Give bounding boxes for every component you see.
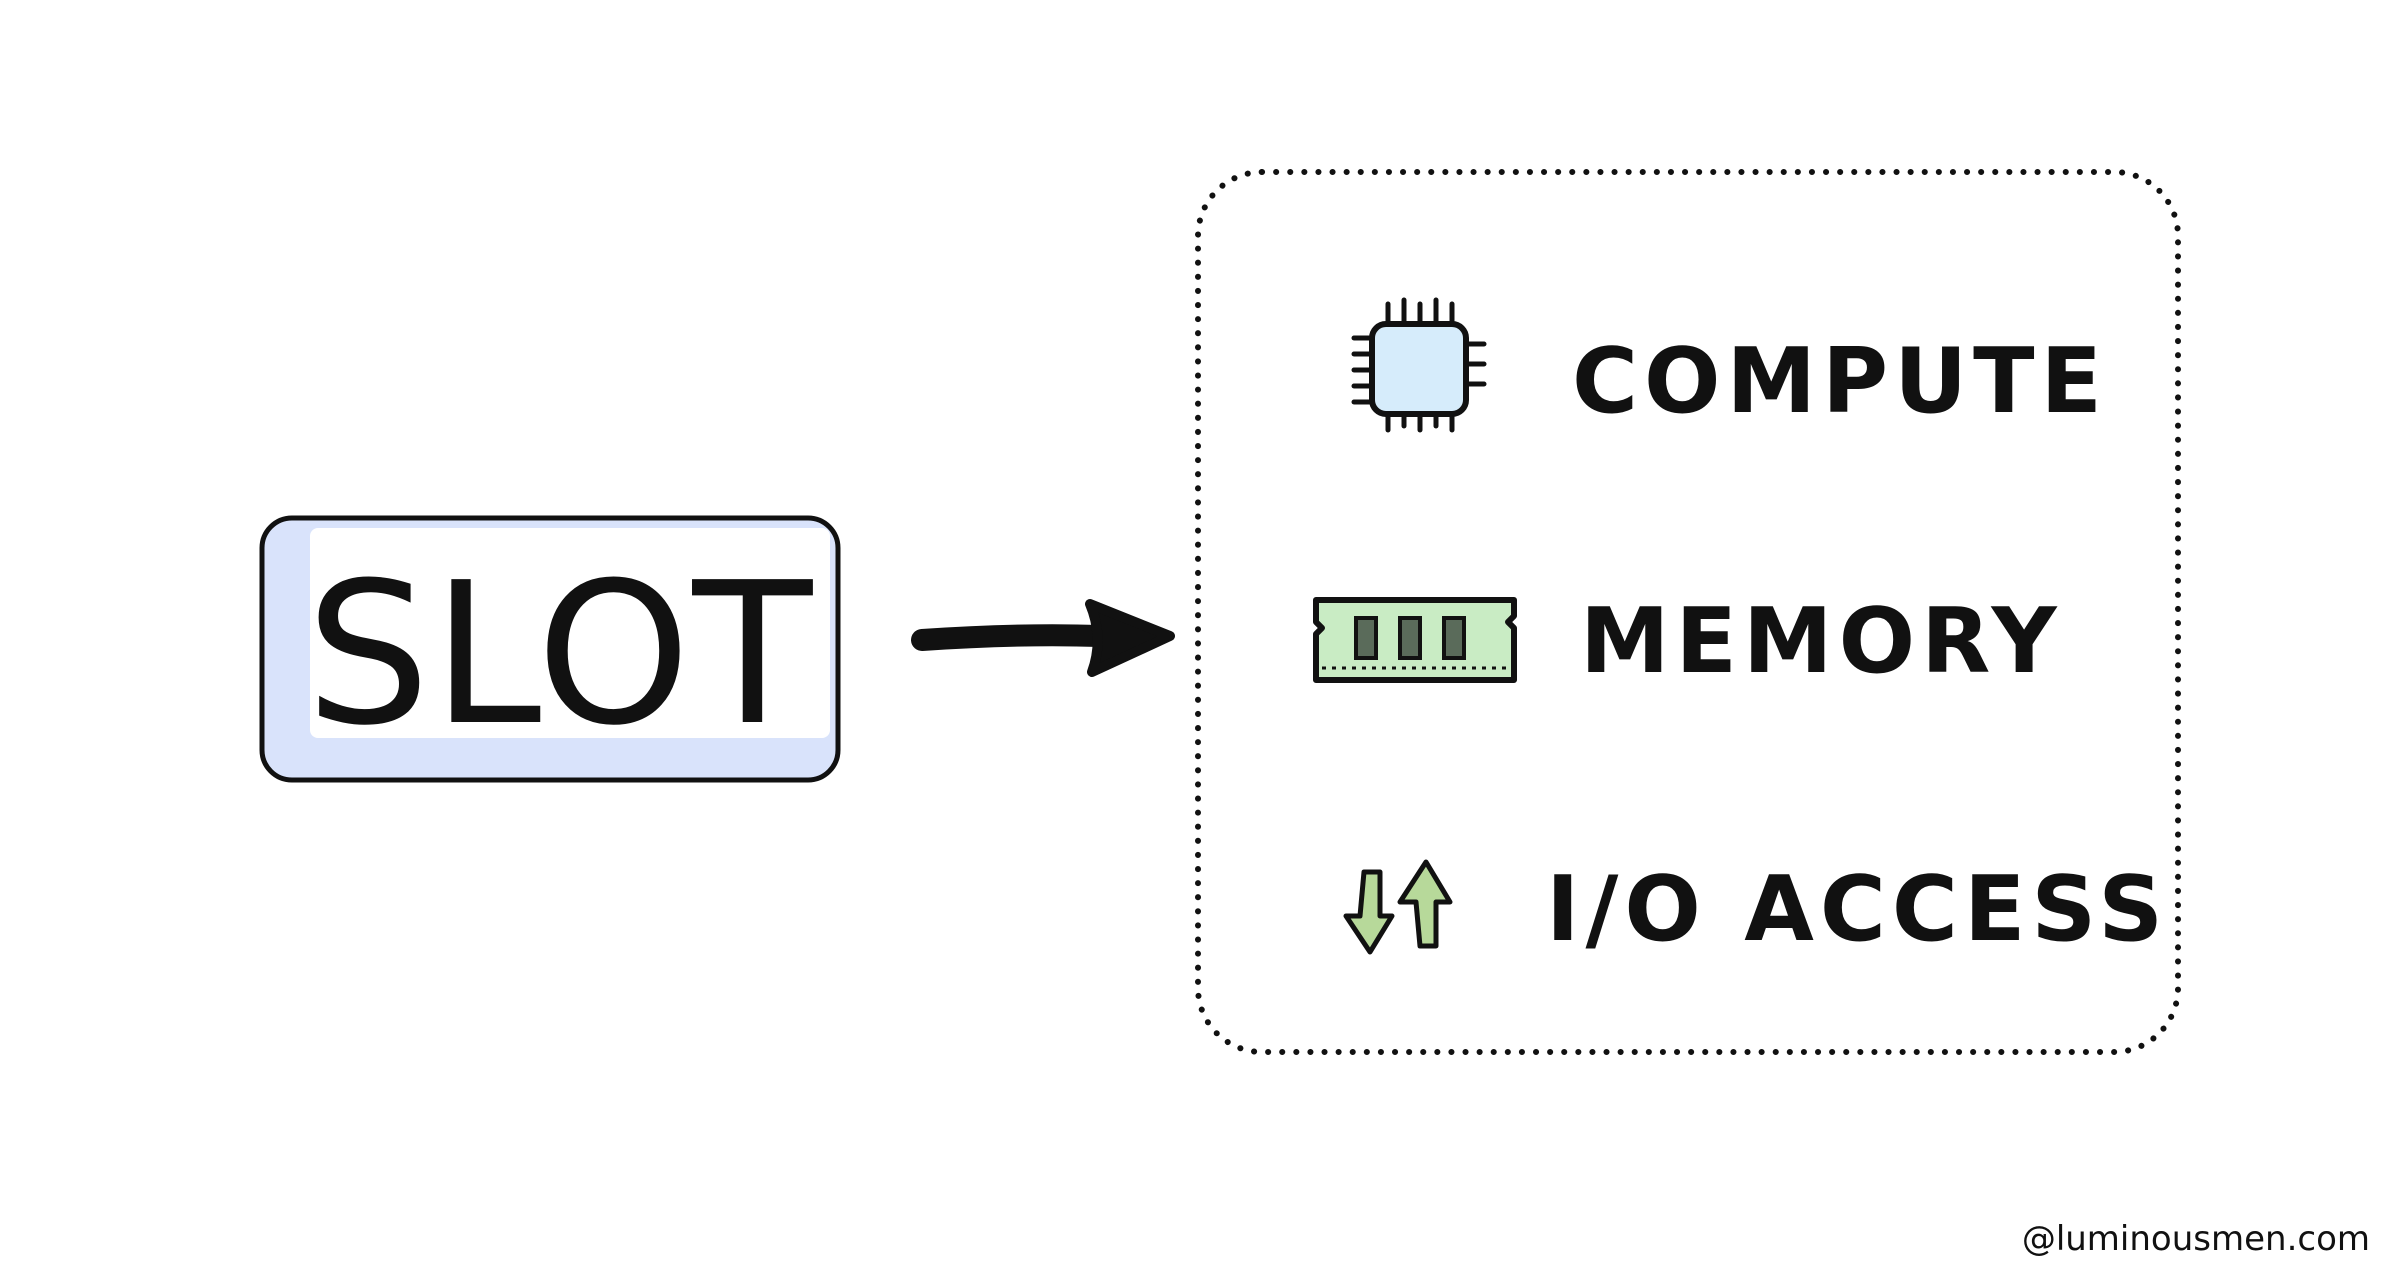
resource-label-compute: COMPUTE: [1572, 329, 2108, 434]
pointer-arrow-shaft: [911, 624, 1111, 651]
cpu-chip-icon: [1351, 297, 1487, 433]
slot-box-inner: [310, 528, 830, 738]
resource-label-io: I/O ACCESS: [1546, 857, 2169, 962]
slot-label: SLOT: [306, 541, 815, 769]
resource-container: [1195, 169, 2181, 1055]
pointer-arrow-head: [1085, 599, 1175, 677]
pointer-arrow: [911, 599, 1175, 677]
ram-module-icon: [1313, 597, 1517, 683]
credit-watermark: @luminousmen.com: [2022, 1219, 2370, 1259]
slot-box-border: [259, 515, 841, 783]
slot-box: SLOT: [259, 515, 841, 783]
resource-label-memory: MEMORY: [1580, 589, 2063, 694]
io-arrows-icon: [1343, 859, 1453, 955]
